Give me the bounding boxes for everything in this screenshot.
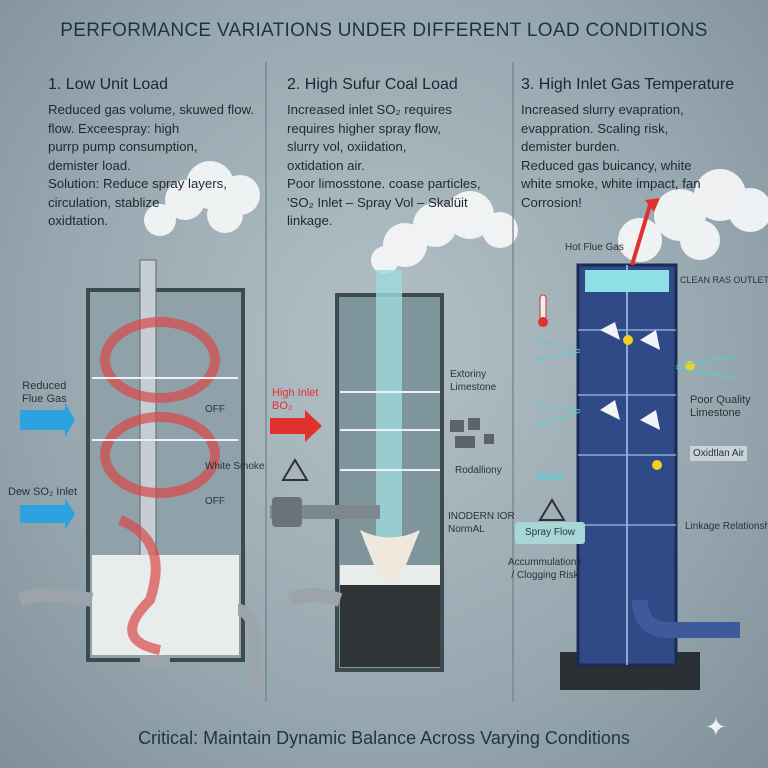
panel-divider <box>265 62 267 702</box>
off-label: OFF <box>205 404 225 415</box>
tower-1 <box>16 259 261 690</box>
panel-1-heading: 1. Low Unit Load <box>48 76 169 93</box>
panel-3-description: Increased slurry evapration,evappration.… <box>521 102 701 210</box>
off-label: OFF <box>205 496 225 507</box>
rodalliony-label: Rodalliony <box>455 465 502 476</box>
panel-divider <box>512 62 514 702</box>
tower-2 <box>270 270 494 672</box>
tower-3 <box>281 198 740 690</box>
hot-flue-gas-label: Hot Flue Gas <box>565 242 624 253</box>
panel-2-heading: 2. High Sufur Coal Load <box>287 76 458 93</box>
white-smoke-label: White Smoke <box>205 461 265 472</box>
smoke-cloud-1 <box>144 161 260 236</box>
panel-1-description: Reduced gas volume, skuwed flow.flow. Ex… <box>48 102 254 228</box>
dew-so2-inlet-label: Dew SO₂ Inlet <box>8 486 78 498</box>
spray-flow-box: Spray Flow <box>515 522 585 544</box>
clogging-risk-label: Accummulation // Clogging Risk <box>508 557 582 581</box>
linkage-relationship-label: Linkage Relationship <box>685 521 768 532</box>
smoke-cloud-3 <box>618 169 768 262</box>
clean-gas-outlet-label: CLEAN RAS OUTLET <box>680 275 768 285</box>
page-title: PERFORMANCE VARIATIONS UNDER DIFFERENT L… <box>60 20 708 41</box>
sparkle-icon: ✦ <box>705 712 727 742</box>
spray-label: Spray <box>537 472 565 483</box>
panel-3-heading: 3. High Inlet Gas Temperature <box>521 76 735 93</box>
footer-critical-note: Critical: Maintain Dynamic Balance Acros… <box>138 728 630 748</box>
oxidation-air-label: Oxidtlan Air <box>690 446 748 461</box>
smoke-cloud-2 <box>371 191 518 274</box>
